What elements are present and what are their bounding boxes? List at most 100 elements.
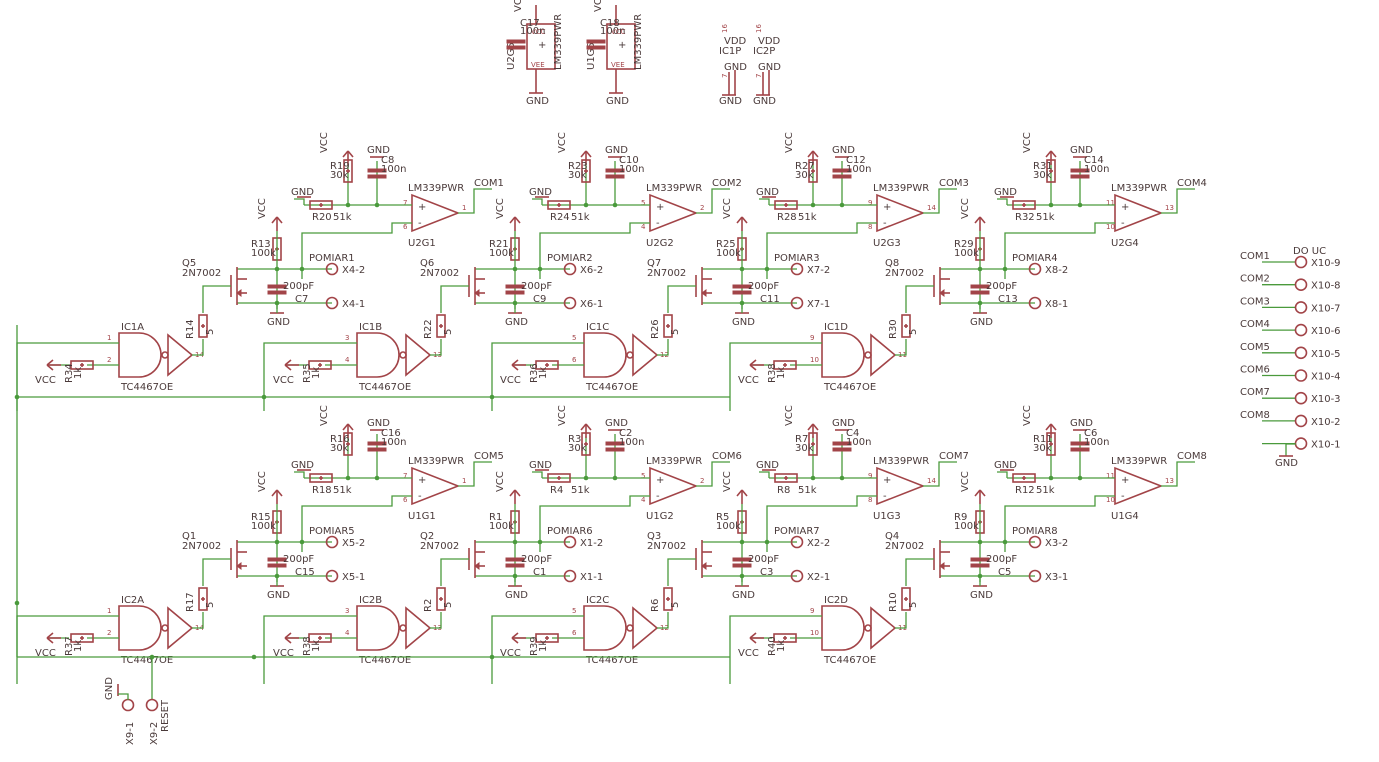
test-pad (325, 296, 339, 310)
value-label: 5 (670, 329, 681, 335)
gnd-label: GND (267, 590, 290, 601)
test-pad (121, 698, 135, 712)
comparator-symbol (649, 466, 699, 506)
symbol-line (979, 489, 986, 497)
wire (440, 558, 469, 586)
nand-gate-body (356, 332, 400, 378)
gnd-label: GND (291, 460, 314, 471)
junction-dot (1077, 202, 1083, 208)
part-label: 2N7002 (420, 268, 459, 279)
test-pad-label: X6-2 (580, 265, 603, 276)
gnd-label: GND (994, 460, 1017, 471)
connector-pin (1294, 437, 1308, 450)
wire (997, 198, 1008, 205)
wire (294, 198, 305, 205)
test-pad-label: X2-2 (807, 538, 830, 549)
connector-pad-label: X10-9 (1311, 258, 1341, 269)
connector-pad-label: X10-7 (1311, 303, 1341, 314)
part-label: 2N7002 (182, 541, 221, 552)
capacitor (605, 441, 625, 452)
vcc-label: VCC (35, 648, 56, 659)
vcc-label: VCC (500, 648, 521, 659)
mosfet-arrow (236, 562, 242, 570)
test-pad (1028, 262, 1042, 276)
resistor-body (308, 360, 332, 370)
value-label: 30k (568, 170, 587, 181)
part-label: TC4467OE (585, 655, 638, 666)
reset-label: RESET (160, 699, 171, 732)
channel-com5: +-LM339PWRU1G1761COM5VCCR1630kGNDC16100n… (16, 405, 504, 684)
ref-label: R19 (330, 161, 350, 172)
pin-label: 5 (572, 607, 576, 615)
mosfet-symbol (933, 540, 950, 578)
value-label: 100n (619, 437, 644, 448)
capacitor (367, 441, 387, 452)
test-pad (145, 698, 159, 712)
pin-label: 6 (572, 356, 577, 364)
symbol-line (749, 632, 757, 639)
part-label: LM339PWR (646, 183, 702, 194)
junction-dot (839, 475, 845, 481)
wire (1161, 188, 1195, 214)
value-label: 5 (443, 329, 454, 335)
capacitor-plate (605, 174, 625, 179)
driver-symbol (821, 605, 897, 651)
wire (1285, 443, 1296, 456)
wire (905, 285, 934, 313)
ref-label: C13 (998, 294, 1018, 305)
pin-label: 7 (403, 199, 407, 207)
ref-label: C4 (846, 428, 859, 439)
pin-label: 5 (572, 334, 576, 342)
connector-pin (1294, 414, 1308, 428)
value-label: 5 (205, 602, 216, 608)
capacitor-plate (732, 284, 752, 289)
ref-label: Q3 (647, 531, 661, 542)
gnd-label: GND (756, 460, 779, 471)
mosfet-symbol (230, 267, 247, 305)
vcc-symbol: VCC (738, 359, 764, 386)
junction-dot (764, 266, 770, 272)
wire (766, 495, 877, 552)
vcc-symbol (1045, 423, 1057, 438)
test-pad-label: X5-1 (342, 572, 365, 583)
ref-label: U1G5 (586, 42, 597, 70)
symbol-line (1050, 150, 1057, 158)
part-label: LM339PWR (553, 14, 564, 70)
ref-label: R15 (251, 512, 271, 523)
capacitor (832, 441, 852, 452)
ref-label: R25 (716, 239, 736, 250)
nand-gate-body (118, 332, 162, 378)
resistor (1012, 200, 1036, 210)
value-label: 51k (571, 485, 590, 496)
wire (301, 495, 412, 552)
pomiar-label: POMIAR3 (774, 253, 820, 264)
pin-label: 6 (403, 223, 408, 231)
capacitor-plate (267, 290, 287, 295)
comparator-symbol (1114, 466, 1164, 506)
value-label: 5 (908, 602, 919, 608)
capacitor (267, 284, 287, 295)
test-pad (790, 296, 804, 310)
test-pad (1028, 296, 1042, 310)
resistor-body (1012, 473, 1036, 483)
value-label: 30k (795, 443, 814, 454)
symbol-line (812, 423, 819, 431)
connector-pad-label: X10-5 (1311, 349, 1341, 360)
pin-label: - (1121, 491, 1125, 502)
vcc-label: VCC (257, 471, 268, 492)
gnd-label: GND (526, 96, 549, 107)
ref-label: R21 (489, 239, 509, 250)
capacitor-plate (605, 168, 625, 173)
ref-label: R12 (1015, 485, 1035, 496)
pin-label: 9 (868, 199, 872, 207)
capacitor-plate (505, 563, 525, 568)
capacitor-plate (586, 45, 606, 50)
com-net-label: COM3 (1240, 296, 1270, 307)
connector-pad-label: X10-8 (1311, 281, 1341, 292)
part-label: LM339PWR (873, 183, 929, 194)
capacitor (970, 284, 990, 295)
test-pad (790, 262, 804, 276)
test-pad-label: X9-2 (149, 722, 160, 745)
junction-dot (537, 266, 543, 272)
